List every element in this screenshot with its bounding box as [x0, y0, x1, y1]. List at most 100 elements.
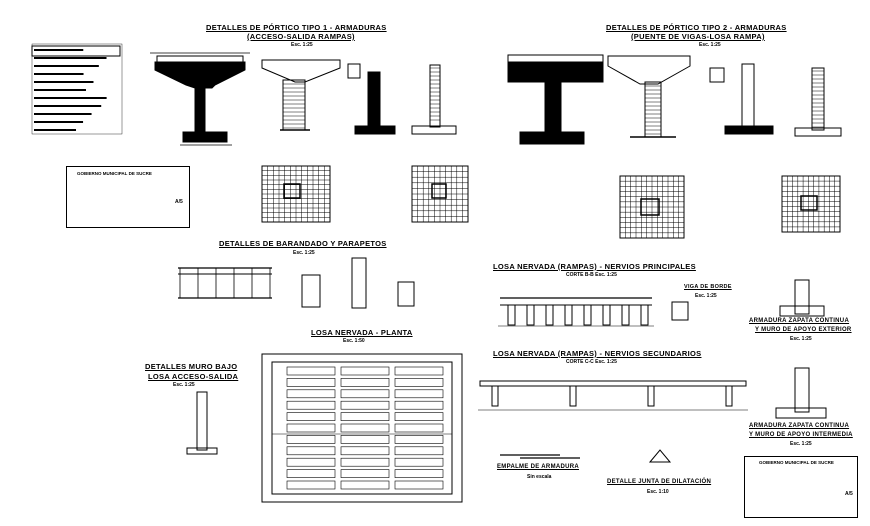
title-losa-secundarios: LOSA NERVADA (RAMPAS) - NERVIOS SECUNDAR…: [493, 349, 701, 358]
title-portico-2: DETALLES DE PÓRTICO TIPO 2 - ARMADURAS: [606, 23, 787, 32]
scale-portico-1: Esc. 1:25: [291, 42, 313, 48]
subtitle-portico-2: (PUENTE DE VIGAS-LOSA RAMPA): [631, 32, 765, 41]
losa-planta-cell: [341, 470, 389, 478]
title-zapata-2b: Y MURO DE APOYO INTERMEDIA: [749, 432, 853, 438]
portico2-beam: [508, 62, 603, 82]
losa-planta-cell: [395, 481, 443, 489]
losa-planta-cell: [341, 481, 389, 489]
losa-p-rib: [527, 305, 534, 325]
losa-planta-cell: [395, 413, 443, 421]
losa-planta-cell: [287, 435, 335, 443]
losa-p-rib: [565, 305, 572, 325]
zapata-1-wall: [795, 280, 809, 314]
title-viga-borde: VIGA DE BORDE: [684, 284, 732, 290]
losa-planta-cell: [341, 401, 389, 409]
footing-grid-4-border: [782, 176, 840, 232]
scale-viga-borde: Esc. 1:25: [695, 293, 717, 299]
subtitle-portico-1: (ACCESO-SALIDA RAMPAS): [247, 32, 355, 41]
portico1-rebar-head: [262, 60, 340, 82]
title-losa-principales: LOSA NERVADA (RAMPAS) - NERVIOS PRINCIPA…: [493, 262, 696, 271]
losa-planta-cell: [287, 367, 335, 375]
title-barandado: DETALLES DE BARANDADO Y PARAPETOS: [219, 239, 387, 248]
scale-barandado: Esc. 1:25: [293, 250, 315, 256]
title-portico-1: DETALLES DE PÓRTICO TIPO 1 - ARMADURAS: [206, 23, 387, 32]
losa-p-rib: [603, 305, 610, 325]
losa-planta-cell: [341, 424, 389, 432]
column-a-footing: [355, 126, 395, 134]
losa-planta-cell: [395, 458, 443, 466]
portico1-rebar-column: [283, 80, 305, 130]
title-block-left-header: GOBIERNO MUNICIPAL DE SUCRE: [77, 171, 152, 176]
losa-planta-frame: [262, 354, 462, 502]
subtitle-empalme: Sin escala: [527, 474, 551, 480]
losa-planta-cell: [341, 447, 389, 455]
losa-planta-cell: [395, 447, 443, 455]
title-block-left-sheet: A/5: [175, 199, 183, 205]
parapet-a: [302, 275, 320, 307]
losa-planta-cell: [341, 390, 389, 398]
column-c: [742, 64, 754, 126]
muro-footing: [187, 448, 217, 454]
footing-grid-1-pedestal: [284, 184, 300, 198]
losa-planta-cell: [341, 378, 389, 386]
losa-planta-cell: [395, 367, 443, 375]
parapet-c: [398, 282, 414, 306]
losa-p-rib: [622, 305, 629, 325]
portico2-section: [710, 68, 724, 82]
parapet-b: [352, 258, 366, 308]
title-losa-acceso: LOSA ACCESO-SALIDA: [148, 372, 238, 381]
losa-planta-cell: [287, 413, 335, 421]
portico2-column: [545, 82, 561, 134]
losa-p-rib: [508, 305, 515, 325]
junta-shape: [650, 450, 670, 462]
title-muro-bajo: DETALLES MURO BAJO: [145, 362, 237, 371]
losa-planta-cell: [395, 470, 443, 478]
column-c-footing: [725, 126, 773, 134]
portico1-section-a: [348, 64, 360, 78]
zapata-2-footing: [776, 408, 826, 418]
losa-planta-cell: [341, 435, 389, 443]
scale-muro: Esc. 1:25: [173, 382, 195, 388]
muro-stem: [197, 392, 207, 450]
title-block-right: GOBIERNO MUNICIPAL DE SUCRE A/5: [744, 456, 858, 518]
title-block-right-header: GOBIERNO MUNICIPAL DE SUCRE: [759, 460, 834, 465]
scale-junta: Esc. 1:10: [647, 489, 669, 495]
losa-planta-cell: [287, 424, 335, 432]
losa-planta-cell: [395, 378, 443, 386]
portico2-footing: [520, 132, 584, 144]
portico1-footing: [183, 132, 227, 142]
losa-p-rib: [584, 305, 591, 325]
footing-grid-4-pedestal: [801, 196, 817, 210]
scale-zapata-2: Esc. 1:25: [790, 441, 812, 447]
zapata-2-wall: [795, 368, 809, 412]
portico2-rebar-head: [608, 56, 690, 84]
losa-s-rib: [570, 386, 576, 406]
losa-planta-cell: [287, 378, 335, 386]
losa-planta-cell: [395, 435, 443, 443]
title-block-left: GOBIERNO MUNICIPAL DE SUCRE A/5: [66, 166, 190, 228]
losa-planta-cell: [287, 458, 335, 466]
losa-s-rib: [726, 386, 732, 406]
scale-losa-planta: Esc. 1:50: [343, 338, 365, 344]
losa-s-rib: [492, 386, 498, 406]
cut-losa-secundarios: CORTE C-C Esc. 1:25: [566, 359, 617, 365]
column-a: [368, 72, 380, 127]
losa-planta-inner: [272, 362, 452, 494]
losa-p-rib: [546, 305, 553, 325]
title-zapata-1b: Y MURO DE APOYO EXTERIOR: [755, 327, 852, 333]
footing-grid-2-pedestal: [432, 184, 446, 198]
losa-planta-cell: [287, 390, 335, 398]
losa-planta-cell: [341, 458, 389, 466]
losa-planta-cell: [341, 367, 389, 375]
title-zapata-2a: ARMADURA ZAPATA CONTINUA: [749, 423, 849, 429]
portico1-deck: [157, 56, 243, 62]
losa-p-rib: [641, 305, 648, 325]
losa-planta-cell: [395, 401, 443, 409]
portico1-column: [155, 62, 245, 133]
column-d-footing: [795, 128, 841, 136]
viga-borde: [672, 302, 688, 320]
losa-planta-cell: [287, 470, 335, 478]
losa-planta-cell: [287, 401, 335, 409]
